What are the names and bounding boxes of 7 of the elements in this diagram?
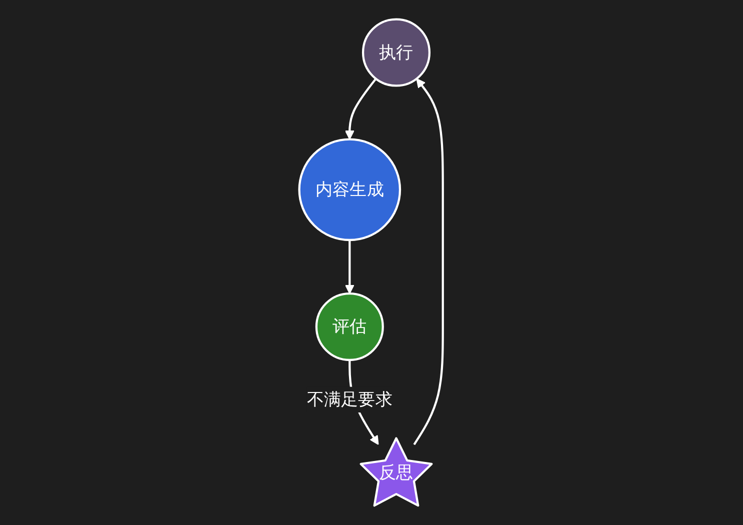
node-circle: 评估 — [316, 292, 384, 362]
arrow — [345, 240, 355, 294]
arrow — [414, 78, 444, 446]
node-circle: 执行 — [362, 18, 431, 87]
arrow — [345, 78, 378, 140]
edge-label: 不满足要求 — [307, 388, 393, 410]
node-circle: 内容生成 — [298, 138, 402, 242]
